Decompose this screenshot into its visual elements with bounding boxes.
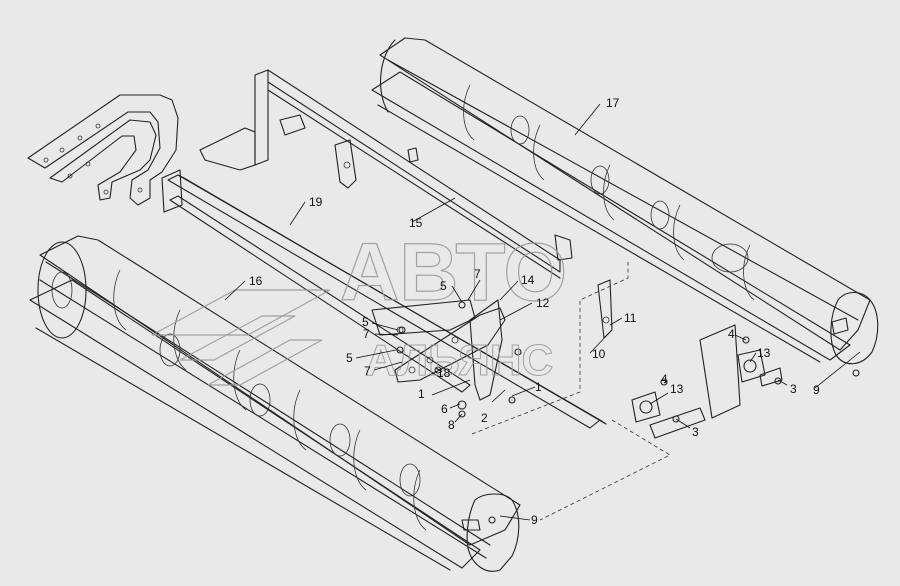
callout-6: 6	[441, 402, 448, 416]
bearing-assembly	[597, 279, 783, 439]
callout-7a: 7	[474, 267, 481, 281]
callout-14: 14	[521, 273, 535, 287]
callout-13b: 13	[670, 382, 684, 396]
callout-17: 17	[606, 96, 620, 110]
callout-10: 10	[592, 347, 606, 361]
callout-3b: 3	[692, 425, 699, 439]
callout-labels: 17 19 15 16 5 7 14 12 5 7 5 7 18 1 1 2 6…	[249, 96, 820, 527]
watermark-logo: АВТО АЛЬЯНС	[151, 226, 568, 386]
watermark-sub: АЛЬЯНС	[365, 336, 553, 385]
main-frame	[161, 69, 607, 429]
leader-lines	[224, 103, 861, 521]
callout-15: 15	[409, 216, 423, 230]
callout-18: 18	[437, 366, 451, 380]
callout-9a: 9	[813, 383, 820, 397]
roller-16	[29, 235, 521, 572]
callout-1a: 1	[418, 387, 425, 401]
callout-3a: 3	[790, 382, 797, 396]
callout-7c: 7	[364, 364, 371, 378]
callout-12: 12	[536, 296, 550, 310]
assembly-lines	[471, 262, 671, 521]
callout-11: 11	[624, 311, 637, 325]
callout-2: 2	[481, 411, 488, 425]
callout-4b: 4	[661, 372, 668, 386]
callout-5a: 5	[440, 279, 447, 293]
callout-13a: 13	[757, 346, 771, 360]
callout-19: 19	[309, 195, 323, 209]
scraper-bracket-assembly	[371, 299, 506, 401]
callout-16: 16	[249, 274, 263, 288]
callout-7b: 7	[363, 327, 370, 341]
callout-4a: 4	[728, 327, 735, 341]
callout-5c: 5	[346, 351, 353, 365]
hitch-plates	[27, 94, 179, 206]
callout-5b: 5	[362, 315, 369, 329]
roller-17	[371, 37, 879, 365]
callout-8: 8	[448, 418, 455, 432]
callout-9b: 9	[531, 513, 538, 527]
callout-1b: 1	[535, 380, 542, 394]
watermark-main: АВТО	[340, 227, 567, 318]
